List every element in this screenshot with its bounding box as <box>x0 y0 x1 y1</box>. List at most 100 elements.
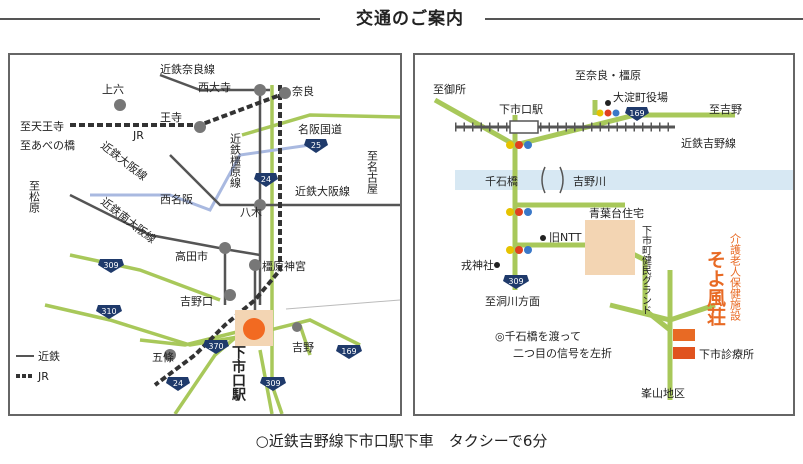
label-kintetsu-kashihara: 近鉄橿原線 <box>229 133 242 188</box>
signal-first <box>506 208 532 216</box>
stations <box>114 84 302 361</box>
station-saidaiji <box>254 84 266 96</box>
label-senkokubashi: 千石橋 <box>485 174 518 188</box>
dot-ebisu <box>494 262 500 268</box>
regional-map: 近鉄奈良線 上六 西大寺 奈良 至天王寺 至あべの橋 王寺 JR 名阪国道 西名… <box>16 62 400 414</box>
station-kashihara-jingu <box>249 259 261 271</box>
shield-370: 370 <box>203 340 229 354</box>
note-line1: ◎千石橋を渡って <box>495 329 581 343</box>
svg-text:169: 169 <box>341 347 356 356</box>
shield-309-west: 309 <box>98 259 124 273</box>
road-to-facility <box>642 260 672 332</box>
station-gojo <box>164 349 176 361</box>
title-rule-right <box>485 18 803 20</box>
label-nara: 奈良 <box>292 84 314 98</box>
destination-marker <box>243 318 265 340</box>
shield-25: 25 <box>304 139 328 153</box>
highway-nishi-meihan <box>90 143 311 212</box>
svg-text:25: 25 <box>311 141 321 150</box>
label-yoshino-river: 吉野川 <box>573 175 606 188</box>
yoshino-river <box>455 170 793 190</box>
label-yoshino: 吉野 <box>292 341 314 354</box>
label-kashihara-jingu: 橿原神宮 <box>262 259 306 273</box>
legend-kintetsu-label: 近鉄 <box>38 349 60 363</box>
label-shimoichi-ground: 下市町健民グランド <box>640 225 652 315</box>
local-map: 169 309 至御所 至奈良・橿原 大淀町役場 至吉野 下市口駅 近鉄吉野線 … <box>433 68 793 400</box>
label-mineyama: 峯山地区 <box>641 387 685 400</box>
svg-text:309: 309 <box>265 379 280 388</box>
route-shields: 25 24 309 310 370 169 24 309 <box>96 139 362 391</box>
station-box <box>509 120 539 134</box>
label-jr: JR <box>132 129 144 142</box>
signal-oyodo <box>596 109 620 117</box>
svg-text:24: 24 <box>173 379 183 388</box>
dot-ntt <box>540 235 546 241</box>
title-bar: 交通のご案内 <box>0 0 803 36</box>
label-saidaiji: 西大寺 <box>198 80 231 94</box>
shield-309-south: 309 <box>260 377 286 391</box>
label-meihan: 名阪国道 <box>298 122 342 136</box>
station-yagi <box>254 199 266 211</box>
signal-second <box>506 246 532 254</box>
label-matsubara: 至松原 <box>28 180 41 213</box>
road-309-west <box>69 253 221 302</box>
shield-24-north: 24 <box>254 173 278 187</box>
station-kamiroku <box>114 99 126 111</box>
label-oyodo-office: 大淀町役場 <box>613 90 668 104</box>
bridge-left <box>541 166 546 194</box>
road-branch <box>609 302 716 323</box>
aobadai-area <box>585 220 635 275</box>
label-oji: 王寺 <box>160 111 182 124</box>
road-310 <box>44 303 251 347</box>
facility-building <box>673 329 695 341</box>
label-facility-name: そよ風荘 <box>704 250 726 327</box>
station-oji <box>194 121 206 133</box>
label-yoshinoguchi: 吉野口 <box>180 295 213 308</box>
label-kintetsu-yoshino: 近鉄吉野線 <box>681 136 736 150</box>
label-nishi-meihan: 西名阪 <box>160 192 193 206</box>
rail-kintetsu-osaka <box>169 154 400 207</box>
label-minami-osaka: 近鉄南大阪線 <box>98 194 159 246</box>
label-aobadai: 青葉台住宅 <box>589 206 644 220</box>
label-clinic: 下市診療所 <box>699 347 754 361</box>
title-rule-left <box>0 18 320 20</box>
note-line2: 二つ目の信号を左折 <box>513 346 612 360</box>
label-kintetsu-osaka-east: 近鉄大阪線 <box>295 184 350 198</box>
svg-text:169: 169 <box>629 109 644 118</box>
label-kintetsu-nara: 近鉄奈良線 <box>160 62 215 76</box>
label-yoshino: 至吉野 <box>709 103 742 116</box>
shield-169-local: 169 <box>625 107 649 121</box>
bridge-right <box>559 166 564 194</box>
access-caption: ○近鉄吉野線下市口駅下車 タクシーで6分 <box>255 432 548 450</box>
svg-text:370: 370 <box>208 342 223 351</box>
traffic-signals <box>506 109 620 254</box>
road-370 <box>139 328 246 347</box>
station-yoshinoguchi <box>224 289 236 301</box>
svg-text:309: 309 <box>508 277 523 286</box>
road-meihan <box>241 113 400 137</box>
label-ntt: 旧NTT <box>549 231 582 244</box>
label-takada: 高田市 <box>175 249 208 263</box>
label-shimoichiguchi-station: 下市口駅 <box>499 102 543 116</box>
label-facility-type: 介護老人保健施設 <box>729 233 742 321</box>
svg-text:309: 309 <box>103 261 118 270</box>
station-takada <box>219 242 231 254</box>
station-yoshino <box>292 322 302 332</box>
svg-text:310: 310 <box>101 307 116 316</box>
label-ebisu: 戎神社 <box>461 258 494 272</box>
road-yoshino <box>298 324 312 356</box>
local-map-panel: 169 309 至御所 至奈良・橿原 大淀町役場 至吉野 下市口駅 近鉄吉野線 … <box>413 53 795 416</box>
label-abeno: 至あべの橋 <box>20 138 75 152</box>
label-nara-kashihara: 至奈良・橿原 <box>575 68 641 82</box>
page-title: 交通のご案内 <box>356 9 464 29</box>
label-gose: 至御所 <box>433 82 466 96</box>
clinic-building <box>673 347 695 359</box>
shield-169: 169 <box>336 345 362 359</box>
kintetsu-lines <box>69 73 400 341</box>
road-to-gose <box>433 97 517 148</box>
label-yagi: 八木 <box>240 206 262 219</box>
callout-line-top <box>285 299 400 310</box>
label-nagoya: 至名古屋 <box>366 150 379 195</box>
legend-jr-label: JR <box>37 370 49 383</box>
dot-oyodo-office <box>605 100 611 106</box>
